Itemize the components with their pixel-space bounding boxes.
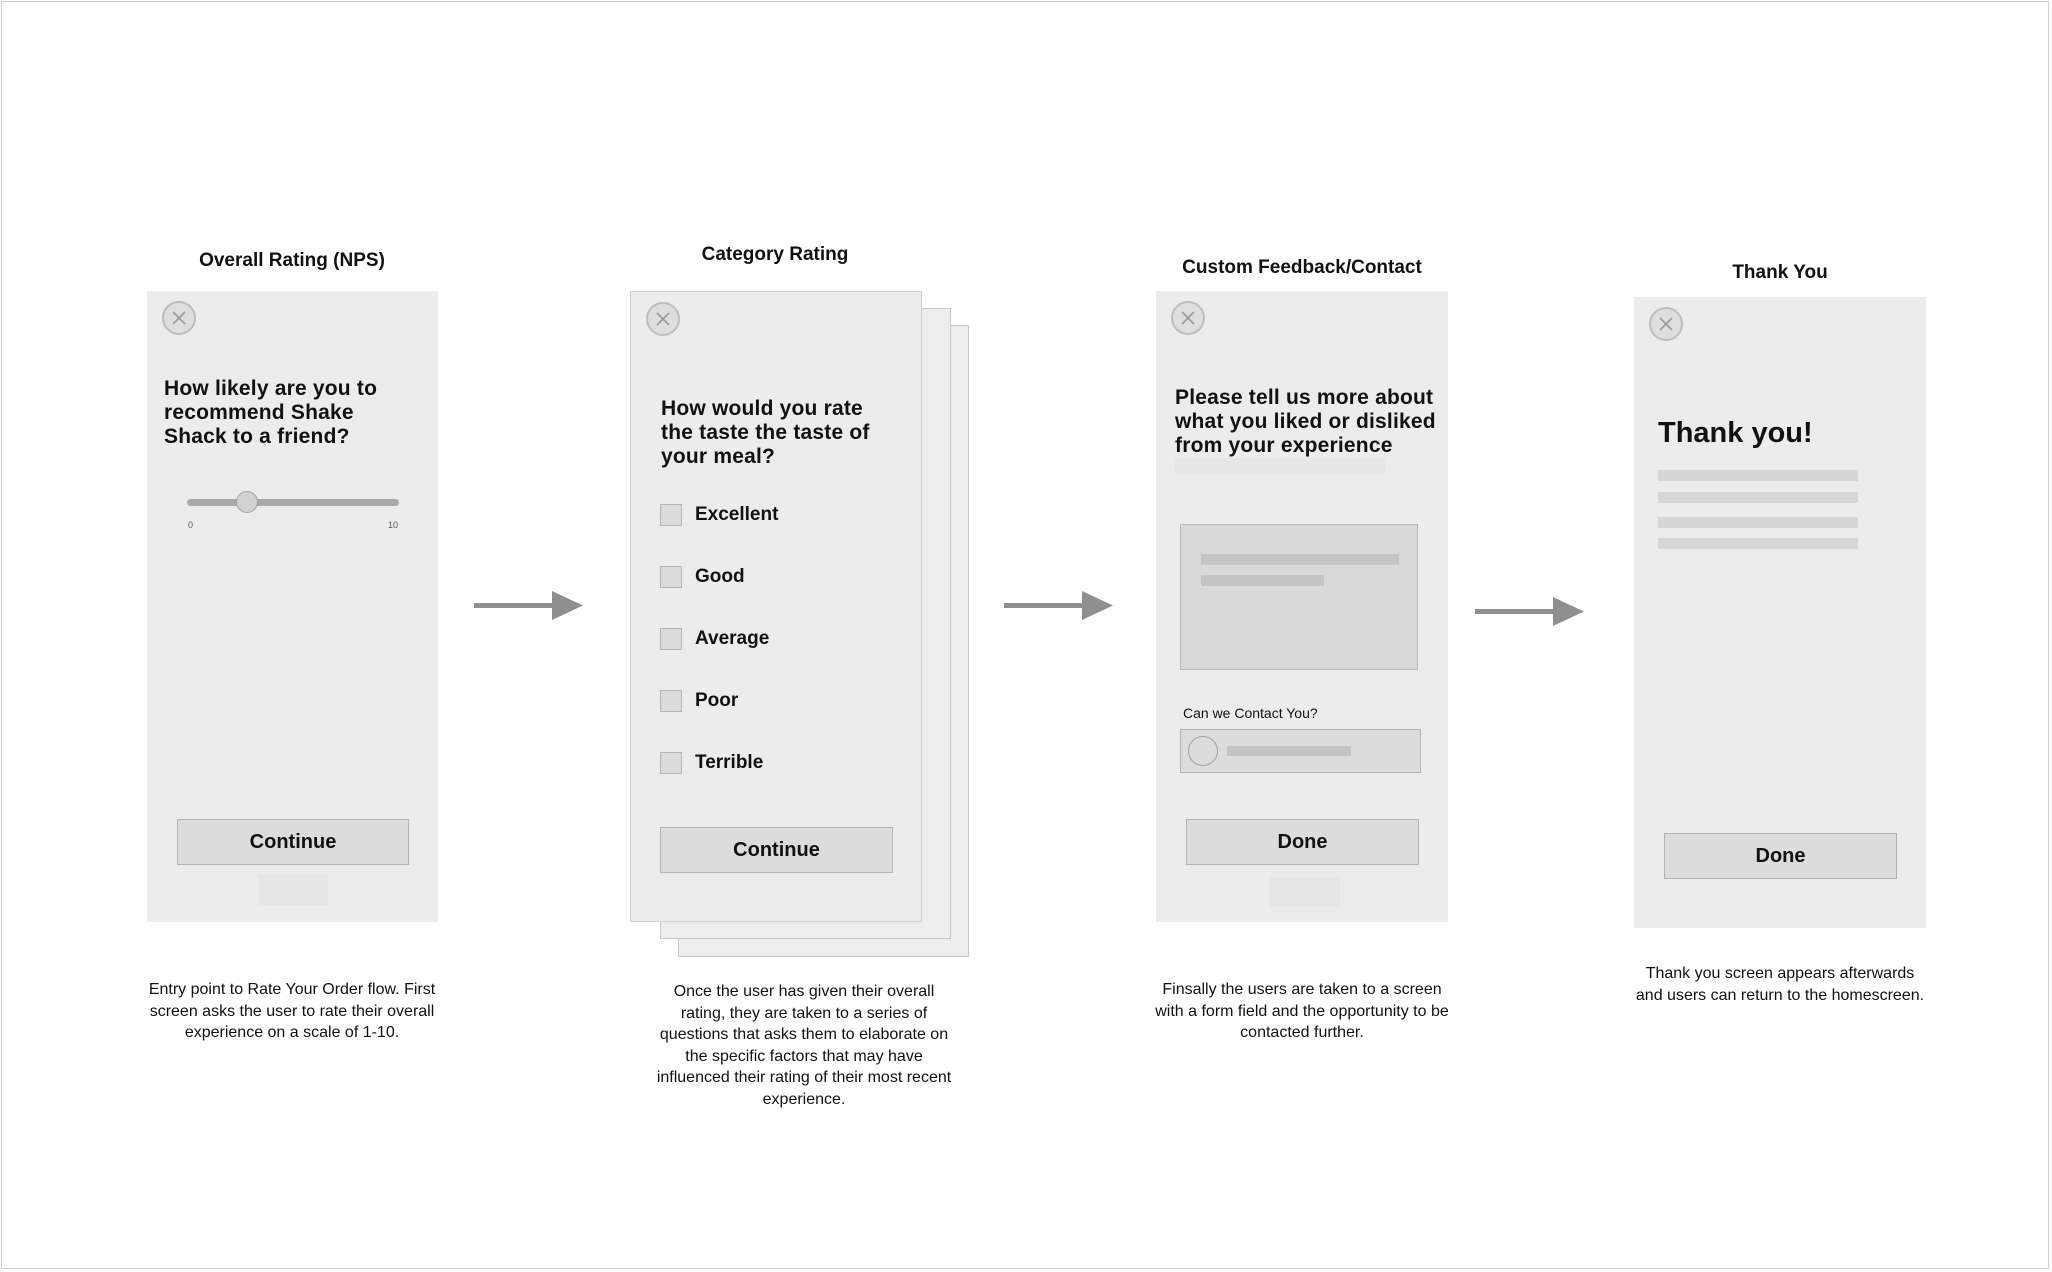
contact-label: Can we Contact You? xyxy=(1183,705,1318,721)
placeholder-line xyxy=(1227,746,1351,756)
feedback-question: Please tell us more about what you liked… xyxy=(1175,386,1436,457)
option-terrible[interactable]: Terrible xyxy=(660,751,880,777)
feedback-caption: Finsally the users are taken to a screen… xyxy=(1155,981,1449,1041)
arrow-right-icon xyxy=(474,591,583,620)
feedback-screen-title: Custom Feedback/Contact xyxy=(1182,257,1422,278)
checkbox[interactable] xyxy=(660,566,682,588)
body-line xyxy=(1658,470,1858,481)
option-label: Good xyxy=(695,566,745,587)
placeholder-line xyxy=(1201,575,1324,586)
close-button[interactable] xyxy=(1171,301,1205,335)
thanks-heading: Thank you! xyxy=(1658,417,1813,449)
slider-thumb[interactable] xyxy=(236,491,258,513)
option-poor[interactable]: Poor xyxy=(660,689,880,715)
continue-button[interactable]: Continue xyxy=(177,819,409,865)
home-indicator xyxy=(1270,877,1340,907)
slider-min-label: 0 xyxy=(188,520,194,530)
category-screen: How would you rate the taste the taste o… xyxy=(630,291,922,922)
nps-question: How likely are you to recommend Shake Sh… xyxy=(164,377,378,448)
close-button[interactable] xyxy=(1649,307,1683,341)
checkbox[interactable] xyxy=(660,690,682,712)
toggle-circle[interactable] xyxy=(1188,736,1218,766)
slider-max-label: 10 xyxy=(388,520,399,530)
option-label: Excellent xyxy=(695,504,779,525)
category-question: How would you rate the taste the taste o… xyxy=(661,397,870,468)
checkbox[interactable] xyxy=(660,504,682,526)
body-line xyxy=(1658,517,1858,528)
nps-slider[interactable] xyxy=(187,490,399,514)
nps-screen: How likely are you to recommend Shake Sh… xyxy=(147,291,438,922)
option-label: Average xyxy=(695,628,770,649)
feedback-screen: Please tell us more about what you liked… xyxy=(1156,291,1448,922)
placeholder-line xyxy=(1201,554,1399,565)
close-button[interactable] xyxy=(646,302,680,336)
done-button[interactable]: Done xyxy=(1664,833,1897,879)
close-icon xyxy=(1181,311,1195,325)
arrow-right-icon xyxy=(1004,591,1113,620)
option-excellent[interactable]: Excellent xyxy=(660,503,880,529)
close-icon xyxy=(1659,317,1673,331)
close-button[interactable] xyxy=(162,301,196,335)
checkbox[interactable] xyxy=(660,752,682,774)
thanks-screen: Thank you! Done xyxy=(1634,297,1926,928)
category-screen-title: Category Rating xyxy=(701,244,849,265)
arrow-right-icon xyxy=(1475,597,1584,626)
done-button[interactable]: Done xyxy=(1186,819,1419,865)
option-label: Terrible xyxy=(695,752,764,773)
nps-screen-title: Overall Rating (NPS) xyxy=(199,250,385,271)
checkbox[interactable] xyxy=(660,628,682,650)
continue-button[interactable]: Continue xyxy=(660,827,893,873)
thanks-screen-title: Thank You xyxy=(1732,262,1828,283)
option-good[interactable]: Good xyxy=(660,565,880,591)
body-line xyxy=(1658,538,1858,549)
close-icon xyxy=(172,311,186,325)
home-indicator xyxy=(258,875,328,905)
question-underline xyxy=(1175,458,1385,474)
nps-caption: Entry point to Rate Your Order flow. Fir… xyxy=(148,981,436,1041)
option-label: Poor xyxy=(695,690,739,711)
category-caption: Once the user has given their overall ra… xyxy=(656,983,952,1108)
close-icon xyxy=(656,312,670,326)
contact-toggle-field[interactable] xyxy=(1180,729,1421,773)
option-average[interactable]: Average xyxy=(660,627,880,653)
slider-track xyxy=(187,499,399,506)
feedback-text-area[interactable] xyxy=(1180,524,1418,670)
thanks-caption: Thank you screen appears afterwards and … xyxy=(1635,965,1925,1004)
body-line xyxy=(1658,492,1858,503)
